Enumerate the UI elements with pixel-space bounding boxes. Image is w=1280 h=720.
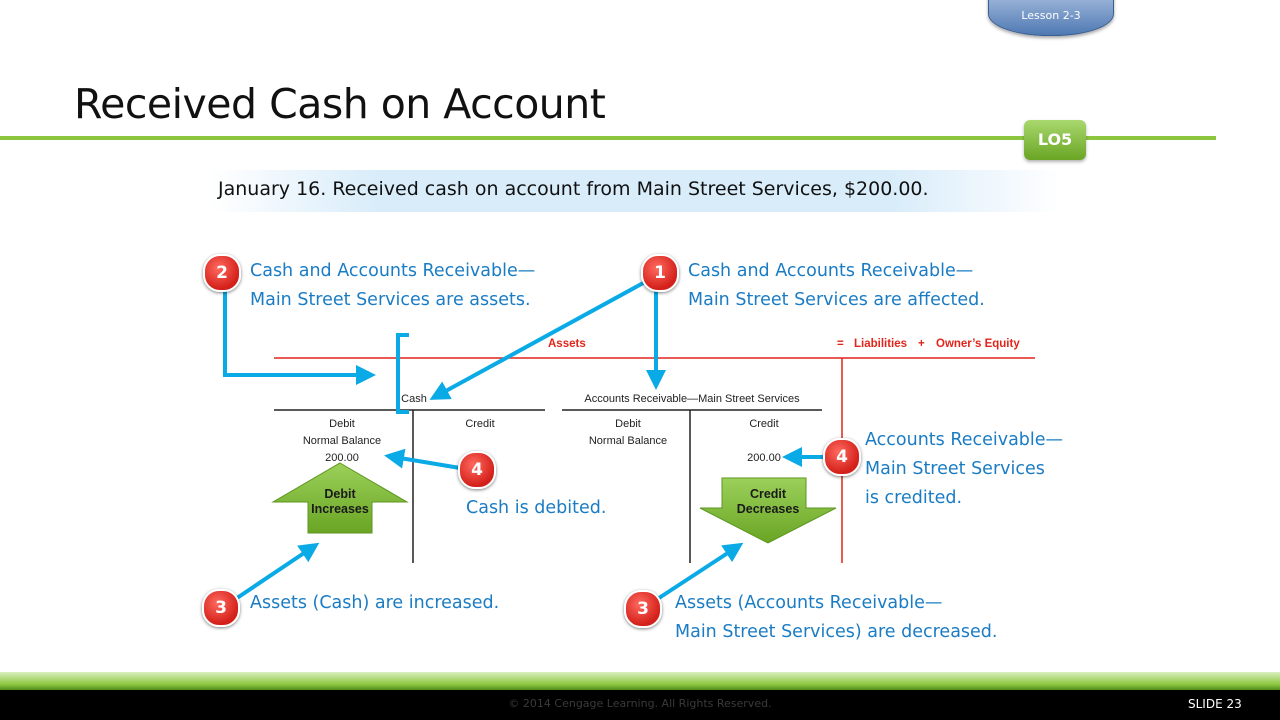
copyright-notice: © 2014 Cengage Learning. All Rights Rese…: [508, 697, 772, 710]
cash-credit-label: Credit: [465, 418, 495, 430]
credit-decreases-label: Credit Decreases: [724, 487, 812, 517]
debit-increases-line1: Debit: [324, 487, 356, 501]
step-4-right-text: Accounts Receivable— Main Street Service…: [865, 426, 1063, 513]
learning-objective-badge: LO5: [1024, 120, 1086, 160]
step-1-text: Cash and Accounts Receivable— Main Stree…: [688, 257, 985, 315]
equation-liabilities: Liabilities: [854, 338, 908, 350]
step-4-right-line1: Accounts Receivable—: [865, 430, 1064, 450]
step3-left-connector: [235, 542, 320, 600]
step-2-line2: Main Street Services are assets.: [250, 290, 531, 310]
ar-normal-balance: Normal Balance: [588, 435, 668, 447]
cash-normal-balance: Normal Balance: [302, 435, 382, 447]
step3-right-connector: [657, 542, 744, 600]
credit-decreases-arrow: [699, 477, 837, 544]
credit-decreases-line1: Credit: [749, 487, 787, 501]
footer-accent: [0, 672, 1280, 690]
assets-bracket: [396, 333, 409, 414]
equation-assets: Assets: [548, 338, 586, 350]
lesson-tab[interactable]: Lesson 2-3: [988, 0, 1114, 36]
step-4-left-line1: Cash is debited.: [466, 498, 607, 518]
step-3-right-text: Assets (Accounts Receivable— Main Street…: [675, 589, 997, 647]
step-3-right-badge: 3: [624, 590, 662, 628]
step-4-left-badge: 4: [458, 451, 496, 489]
step-2-badge: 2: [203, 254, 241, 292]
step-1-line2: Main Street Services are affected.: [688, 290, 985, 310]
slide-number: SLIDE 23: [1188, 697, 1242, 711]
step-4-right-line3: is credited.: [865, 488, 963, 508]
ar-debit-label: Debit: [615, 418, 641, 430]
cash-account-name: Cash: [401, 393, 427, 405]
step-3-left-text: Assets (Cash) are increased.: [250, 589, 499, 618]
equation-owners-equity: Owner’s Equity: [936, 338, 1020, 350]
step-4-right-badge: 4: [823, 438, 861, 476]
cash-debit-label: Debit: [329, 418, 355, 430]
slide-title: Received Cash on Account: [74, 80, 606, 128]
step-3-left-badge: 3: [202, 589, 240, 627]
ar-credit-amount: 200.00: [747, 452, 781, 464]
equation-plus: +: [918, 338, 925, 350]
step-3-right-line2: Main Street Services) are decreased.: [675, 622, 998, 642]
debit-increases-arrow: [271, 462, 409, 534]
debit-increases-line2: Increases: [311, 502, 369, 516]
step-3-left-line1: Assets (Cash) are increased.: [250, 593, 500, 613]
step-4-right-line2: Main Street Services: [865, 459, 1045, 479]
ar-account-name: Accounts Receivable—Main Street Services: [584, 393, 800, 405]
debit-increases-label: Debit Increases: [296, 487, 384, 517]
step-2-text: Cash and Accounts Receivable— Main Stree…: [250, 257, 535, 315]
step-1-badge: 1: [641, 254, 679, 292]
step-2-line1: Cash and Accounts Receivable—: [250, 261, 536, 281]
step4-left-connector: [384, 448, 461, 470]
step-4-left-text: Cash is debited.: [466, 494, 606, 523]
step1-to-cash-connector: [429, 280, 646, 400]
ar-credit-label: Credit: [749, 418, 779, 430]
equation-equals: =: [837, 338, 844, 350]
step-1-line1: Cash and Accounts Receivable—: [688, 261, 974, 281]
cash-debit-amount: 200.00: [325, 452, 359, 464]
step2-connector: [223, 288, 376, 385]
footer-bar: [0, 690, 1280, 720]
step-3-right-line1: Assets (Accounts Receivable—: [675, 593, 943, 613]
event-highlight: [210, 170, 1060, 212]
transaction-description: January 16. Received cash on account fro…: [218, 178, 929, 200]
credit-decreases-line2: Decreases: [736, 502, 800, 516]
title-underline: [0, 136, 1216, 140]
